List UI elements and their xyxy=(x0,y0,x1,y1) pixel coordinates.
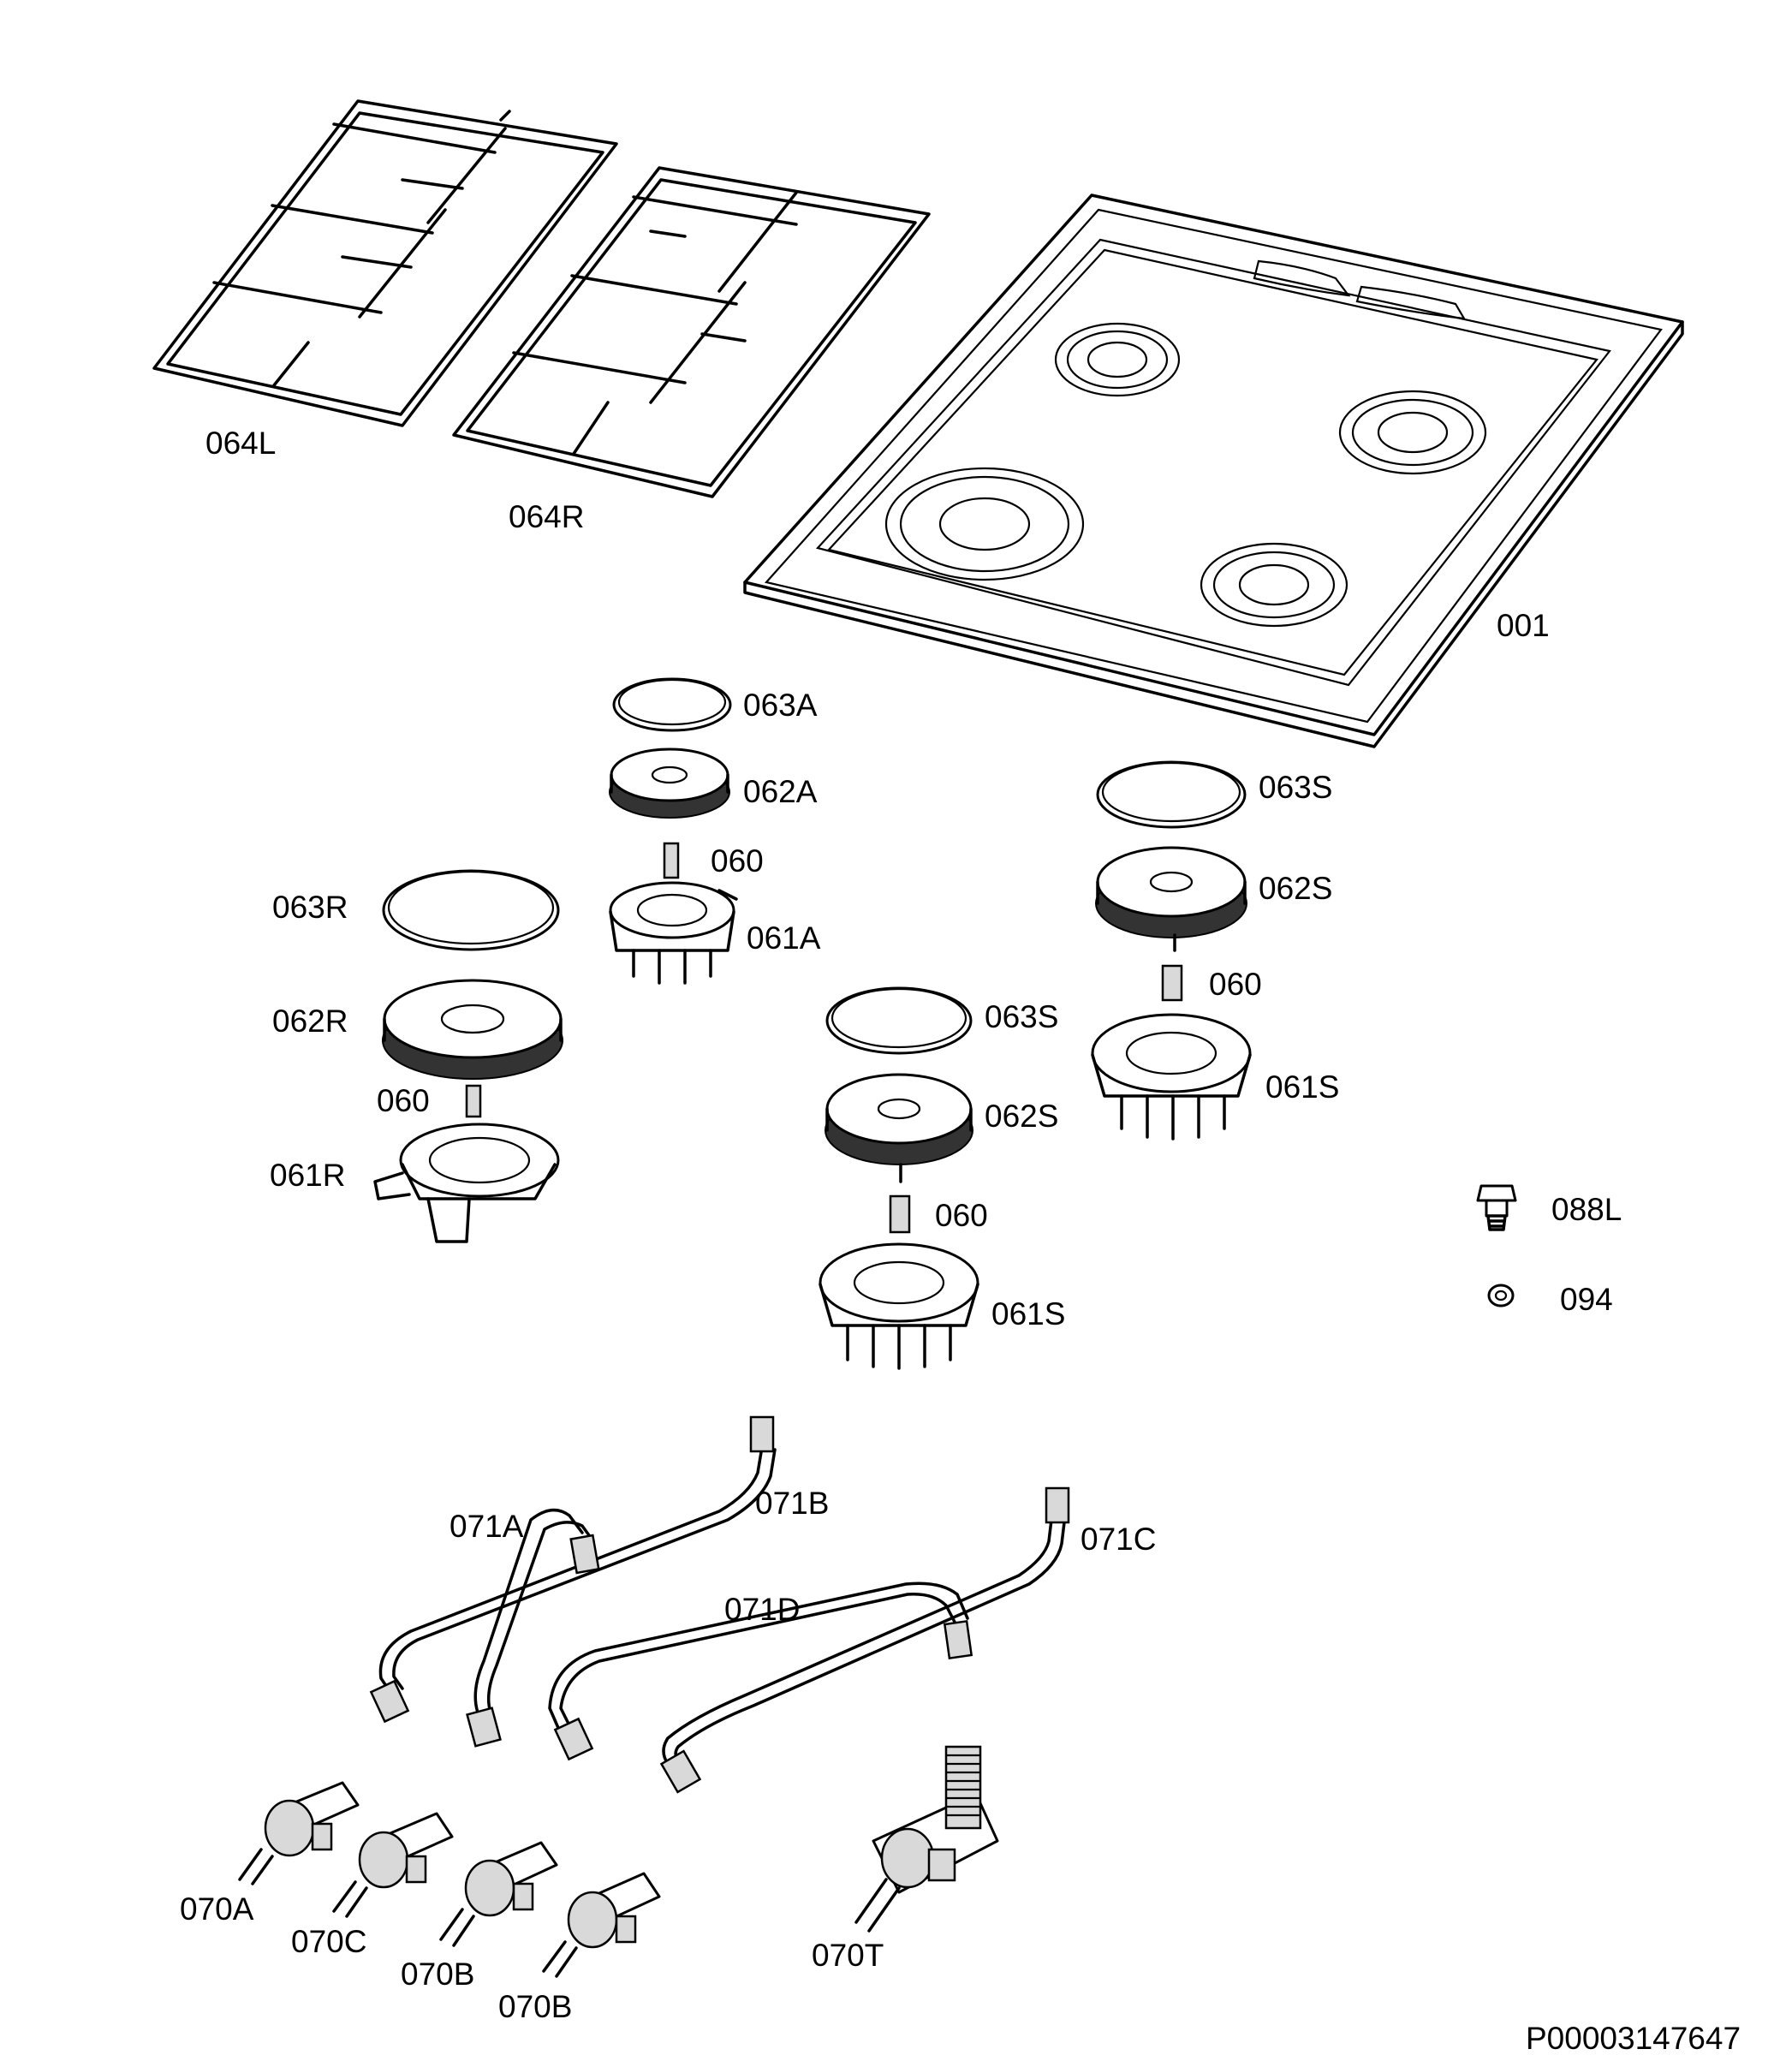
gas-valve-070B-1[interactable] xyxy=(439,1841,558,1947)
burner-base-061A[interactable] xyxy=(609,881,738,985)
label-062S-a: 062S xyxy=(1259,871,1332,906)
label-070B-2: 070B xyxy=(498,1989,572,2024)
gas-valve-070C[interactable] xyxy=(332,1812,454,1918)
gas-pipe-071B[interactable] xyxy=(369,1415,777,1724)
burner-crown-062R[interactable] xyxy=(382,979,563,1080)
label-063R: 063R xyxy=(272,890,348,925)
pan-support-left[interactable] xyxy=(152,99,618,427)
burner-cap-063S-a[interactable] xyxy=(1096,760,1247,829)
label-094: 094 xyxy=(1560,1282,1613,1317)
label-071B: 071B xyxy=(755,1486,829,1521)
label-071C: 071C xyxy=(1081,1522,1156,1557)
screw-088L[interactable] xyxy=(1476,1184,1517,1231)
label-061S-a: 061S xyxy=(1265,1069,1339,1105)
burner-crown-062S-a[interactable] xyxy=(1095,846,1247,952)
gas-valve-070B-2[interactable] xyxy=(542,1872,661,1978)
label-064R: 064R xyxy=(509,499,584,534)
burner-cap-063S-b[interactable] xyxy=(825,986,973,1055)
label-060-a: 060 xyxy=(711,843,764,879)
burner-cap-063R[interactable] xyxy=(382,869,560,951)
burner-base-061S-b[interactable] xyxy=(819,1242,979,1370)
gas-pipe-071D[interactable] xyxy=(548,1581,973,1761)
injector-060-s1[interactable] xyxy=(1161,964,1183,1002)
label-070C: 070C xyxy=(291,1924,366,1959)
thermostat-valve-070T[interactable] xyxy=(854,1745,999,1933)
label-071D: 071D xyxy=(724,1592,800,1627)
label-001: 001 xyxy=(1497,608,1550,643)
label-088L: 088L xyxy=(1551,1192,1622,1227)
drawing-id: P00003147647 xyxy=(1526,2021,1741,2055)
label-070A: 070A xyxy=(180,1891,254,1927)
label-061R: 061R xyxy=(270,1158,345,1193)
label-063A: 063A xyxy=(743,688,818,723)
label-071A: 071A xyxy=(449,1509,524,1544)
hob-top-plate[interactable] xyxy=(743,194,1684,748)
label-060-s1: 060 xyxy=(1209,967,1262,1002)
label-064L: 064L xyxy=(205,426,276,461)
label-062S-b: 062S xyxy=(985,1099,1058,1134)
label-063S-b: 063S xyxy=(985,999,1058,1034)
injector-060-s2[interactable] xyxy=(889,1194,911,1234)
gas-valve-070A[interactable] xyxy=(238,1781,360,1885)
label-070T: 070T xyxy=(812,1938,884,1973)
burner-crown-062A[interactable] xyxy=(609,748,730,819)
label-070B-1: 070B xyxy=(401,1957,474,1992)
burner-base-061R[interactable] xyxy=(373,1123,560,1243)
label-060-r: 060 xyxy=(377,1083,430,1118)
pan-support-right[interactable] xyxy=(452,166,931,498)
label-061S-b: 061S xyxy=(991,1296,1065,1331)
washer-094[interactable] xyxy=(1487,1284,1515,1307)
label-062R: 062R xyxy=(272,1004,348,1039)
burner-crown-062S-b[interactable] xyxy=(825,1073,973,1183)
label-062A: 062A xyxy=(743,774,818,809)
injector-060-a[interactable] xyxy=(663,842,680,879)
label-060-s2: 060 xyxy=(935,1198,988,1233)
label-063S-a: 063S xyxy=(1259,770,1332,805)
burner-base-061S-a[interactable] xyxy=(1091,1013,1252,1141)
label-061A: 061A xyxy=(747,920,821,956)
burner-cap-063A[interactable] xyxy=(612,677,732,732)
gas-pipe-071A[interactable] xyxy=(466,1508,600,1748)
gas-pipe-071C[interactable] xyxy=(659,1486,1070,1794)
injector-060-r[interactable] xyxy=(465,1084,482,1118)
